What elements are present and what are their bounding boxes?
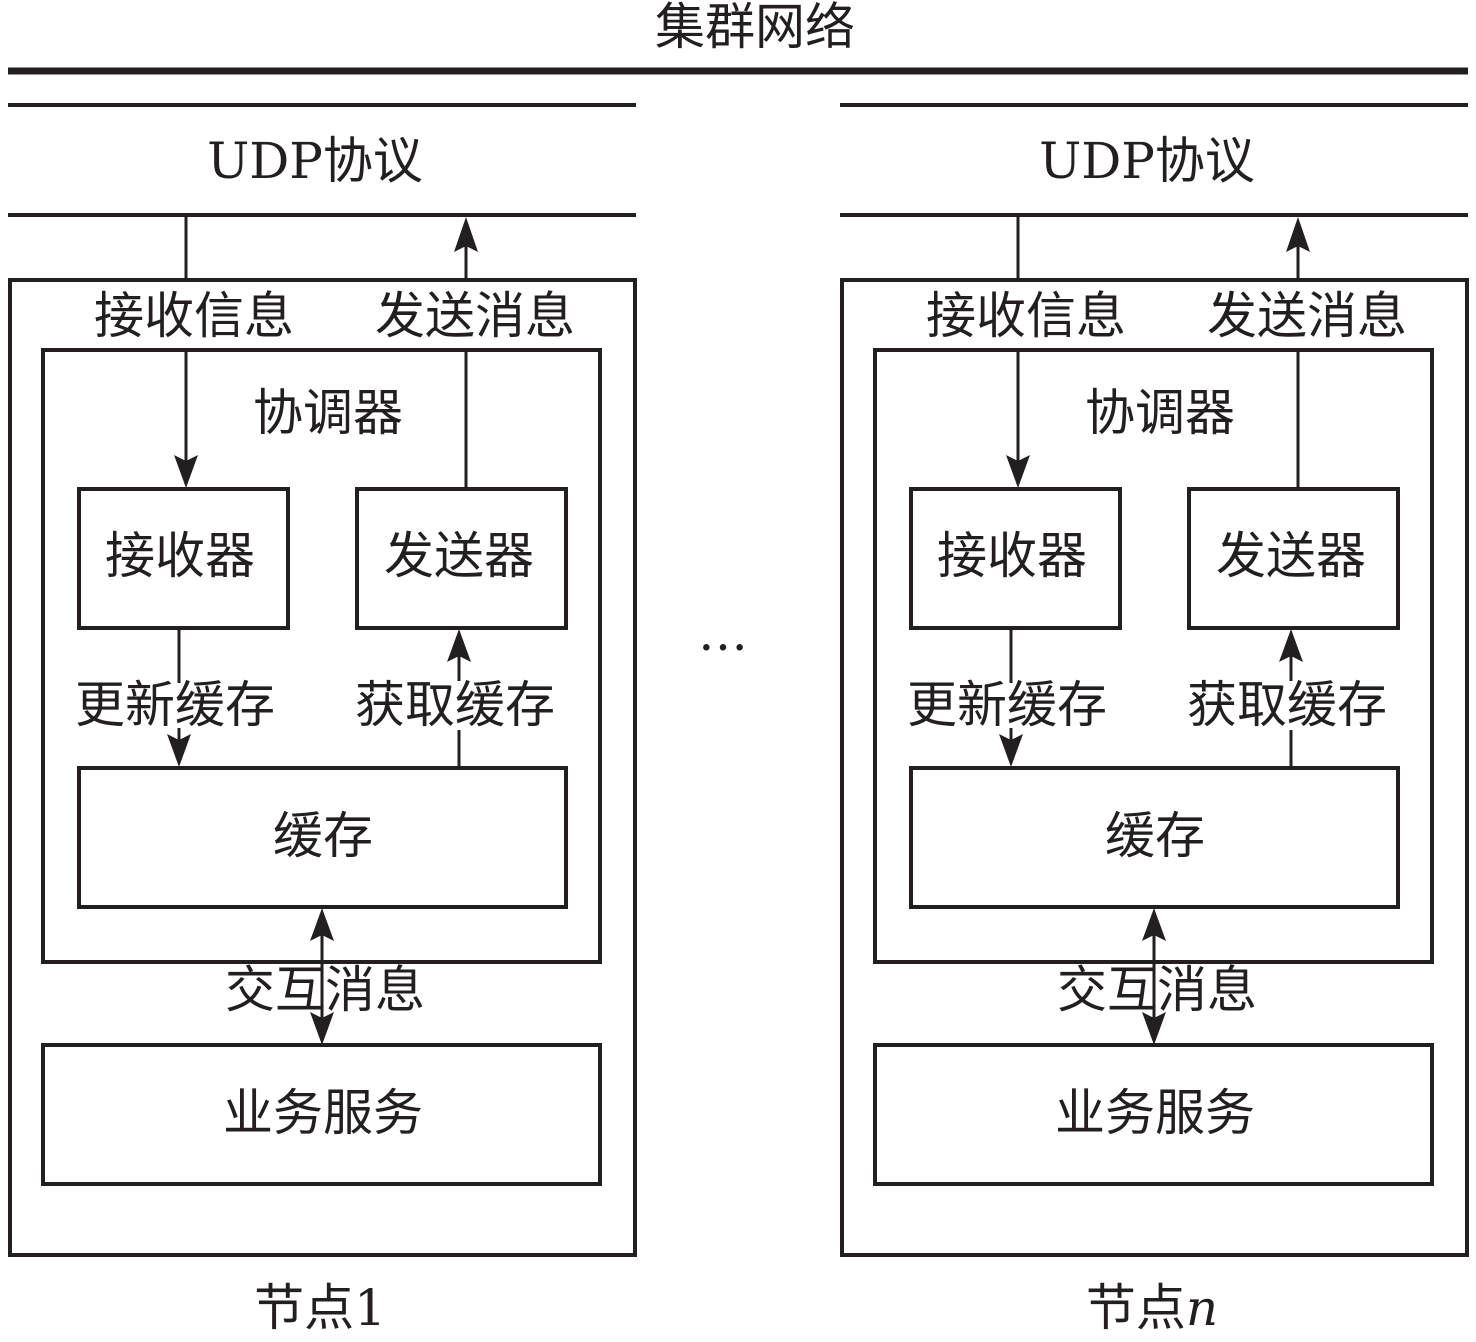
arrow-up-icon bbox=[447, 629, 471, 662]
sender-label: 发送器 bbox=[1216, 527, 1366, 585]
interact-message-label: 交互消息 bbox=[1057, 961, 1257, 1019]
coordinator-label: 协调器 bbox=[253, 384, 403, 442]
arrow-down-icon bbox=[310, 1012, 334, 1045]
update-cache-label: 更新缓存 bbox=[907, 676, 1107, 734]
get-cache-label: 获取缓存 bbox=[1187, 676, 1387, 734]
cache-label: 缓存 bbox=[273, 807, 373, 865]
receiver-label: 接收器 bbox=[105, 527, 255, 585]
business-service-box bbox=[41, 1043, 602, 1186]
cache-box bbox=[909, 766, 1400, 909]
business-service-label: 业务服务 bbox=[223, 1084, 423, 1142]
update-cache-label: 更新缓存 bbox=[75, 676, 275, 734]
node-caption: 节点1 bbox=[254, 1279, 386, 1337]
node-caption-prefix: 节点 bbox=[1086, 1279, 1186, 1337]
business-service-label: 业务服务 bbox=[1055, 1084, 1255, 1142]
business-service-box bbox=[873, 1043, 1434, 1186]
sender-label: 发送器 bbox=[384, 527, 534, 585]
interact-message-label: 交互消息 bbox=[225, 961, 425, 1019]
udp-protocol-label: UDP协议 bbox=[207, 132, 423, 190]
arrow-down-icon bbox=[1142, 1012, 1166, 1045]
arrow-up-icon bbox=[1286, 217, 1310, 252]
node-caption: 节点n bbox=[1086, 1279, 1218, 1337]
arrow-up-icon bbox=[454, 217, 478, 252]
coordinator-label: 协调器 bbox=[1085, 384, 1235, 442]
arrow-down-icon bbox=[1006, 455, 1030, 488]
get-cache-label: 获取缓存 bbox=[355, 676, 555, 734]
receive-info-label: 接收信息 bbox=[94, 287, 294, 345]
cache-box bbox=[77, 766, 568, 909]
receive-info-label: 接收信息 bbox=[926, 287, 1126, 345]
send-message-label: 发送消息 bbox=[1207, 287, 1407, 345]
arrow-up-icon bbox=[1279, 629, 1303, 662]
ellipsis: … bbox=[698, 604, 748, 662]
sender-box bbox=[1187, 487, 1400, 630]
send-message-label: 发送消息 bbox=[375, 287, 575, 345]
receiver-box bbox=[909, 487, 1122, 630]
node-caption-index: n bbox=[1186, 1279, 1218, 1337]
node-caption-prefix: 节点 bbox=[254, 1279, 354, 1337]
udp-protocol-label: UDP协议 bbox=[1039, 132, 1255, 190]
sender-box bbox=[355, 487, 568, 630]
arrow-up-icon bbox=[1142, 908, 1166, 941]
receiver-label: 接收器 bbox=[937, 527, 1087, 585]
arrow-down-icon bbox=[167, 734, 191, 767]
cache-label: 缓存 bbox=[1105, 807, 1205, 865]
arrow-up-icon bbox=[310, 908, 334, 941]
cluster-network-title: 集群网络 bbox=[655, 0, 855, 56]
arrow-down-icon bbox=[174, 455, 198, 488]
node-caption-index: 1 bbox=[354, 1279, 386, 1337]
arrow-down-icon bbox=[999, 734, 1023, 767]
receiver-box bbox=[77, 487, 290, 630]
